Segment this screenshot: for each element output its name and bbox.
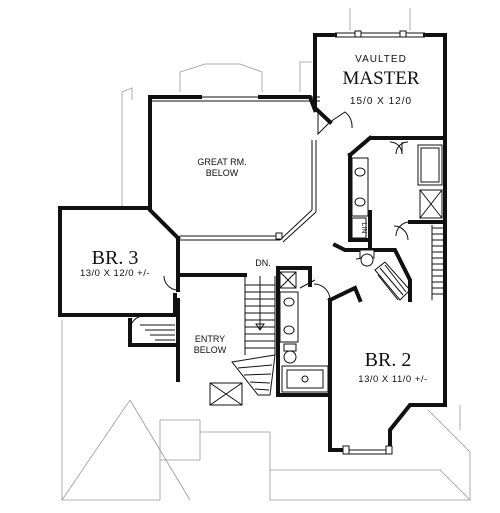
- hall-bath-fixtures: [279, 271, 329, 393]
- stair: [231, 276, 276, 396]
- master-bath-fixtures: [351, 144, 443, 267]
- entry-below: BELOW: [194, 345, 227, 355]
- great-room-below: BELOW: [206, 168, 239, 178]
- entry-skylight: [209, 382, 243, 406]
- closets: [140, 225, 445, 341]
- interior-stair: [374, 261, 411, 301]
- great-room-label: GREAT RM.: [197, 157, 246, 167]
- br2-size: 13/0 X 11/0 +/-: [358, 374, 427, 385]
- br2-name: BR. 2: [365, 349, 412, 371]
- br3-size: 13/0 X 12/0 +/-: [80, 268, 150, 279]
- linen-label: LIN: [360, 223, 367, 234]
- master-windows: [335, 30, 425, 38]
- master-size: 15/0 X 12/0: [350, 96, 412, 107]
- entry-label: ENTRY: [195, 334, 225, 344]
- master-name: MASTER: [342, 68, 419, 89]
- stair-down-label: DN.: [255, 258, 271, 268]
- great-room-outline: [150, 96, 320, 243]
- master-qualifier: VAULTED: [355, 54, 407, 65]
- br3-name: BR. 3: [92, 247, 139, 269]
- br2-bay-window: [342, 445, 393, 455]
- roof-outline: [61, 8, 471, 501]
